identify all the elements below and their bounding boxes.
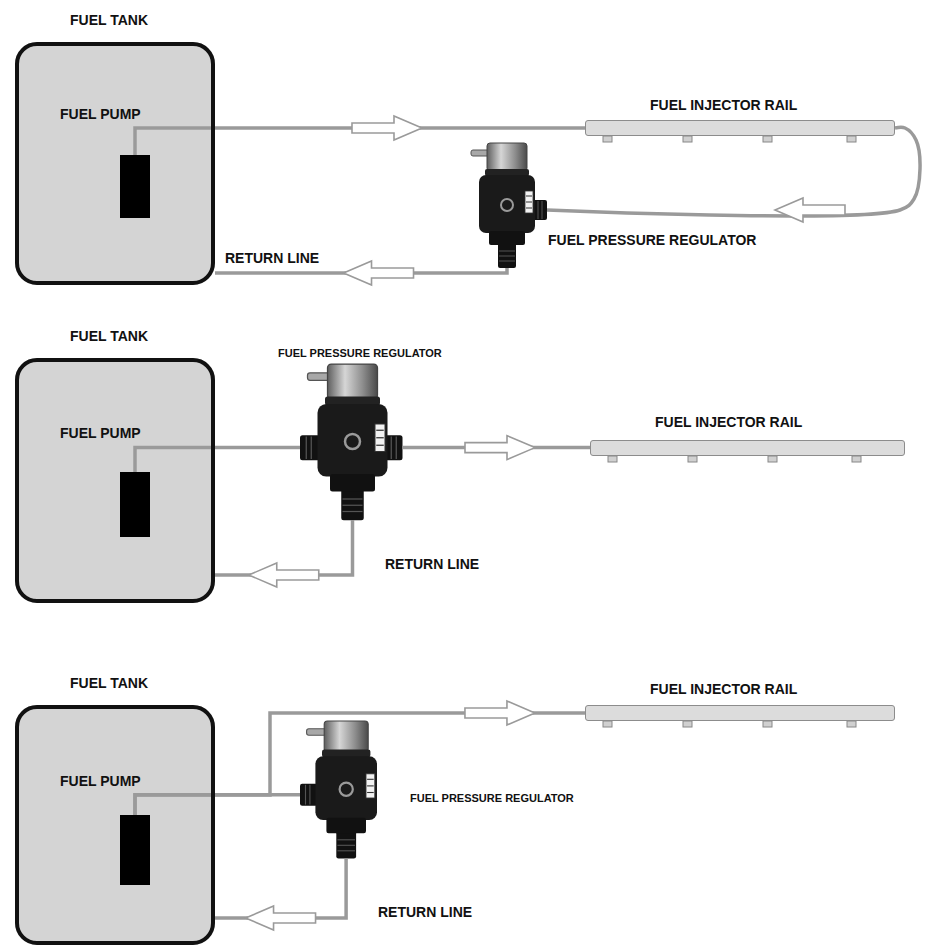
part-label: FUEL PRESSURE REGULATOR	[410, 790, 574, 806]
fuel-pump: FUEL PUMP	[120, 815, 150, 885]
part-label: FUEL PRESSURE REGULATOR	[278, 345, 442, 361]
flow-arrow	[352, 116, 422, 140]
part-label: FUEL PUMP	[60, 425, 141, 441]
part-label: FUEL PUMP	[60, 773, 141, 789]
fuel-line	[135, 713, 585, 815]
line-label: RETURN LINE	[385, 556, 479, 572]
line-label: RETURN LINE	[378, 904, 472, 920]
fuel-line	[135, 701, 585, 815]
fuel-line	[215, 520, 353, 587]
pressure-regulator: FUEL PRESSURE REGULATOR	[300, 721, 390, 859]
flow-arrow	[344, 261, 414, 285]
part-label: FUEL PUMP	[60, 106, 141, 122]
part-label: FUEL INJECTOR RAIL	[650, 681, 797, 697]
flow-arrow	[775, 198, 845, 222]
regulator-illustration	[471, 143, 547, 268]
part-label: FUEL INJECTOR RAIL	[650, 97, 797, 113]
fuel-pump: FUEL PUMP	[120, 155, 150, 218]
injector-pegs	[603, 136, 861, 727]
regulator-illustration	[300, 364, 403, 520]
fuel-line	[135, 795, 300, 815]
fuel-line	[547, 127, 920, 216]
pressure-regulator: FUEL PRESSURE REGULATOR	[465, 143, 547, 268]
part-label: FUEL PRESSURE REGULATOR	[548, 232, 756, 248]
fuel-line	[135, 448, 300, 472]
tank-fill	[15, 42, 215, 285]
flow-arrow	[249, 563, 319, 587]
injector-rail: FUEL INJECTOR RAIL	[585, 705, 895, 721]
fuel-line	[547, 127, 920, 222]
fuel-line	[215, 859, 346, 919]
line-label: RETURN LINE	[225, 250, 319, 266]
fuel-tank: FUEL PUMPFUEL TANK	[15, 42, 215, 285]
fuel-pump: FUEL PUMP	[120, 472, 150, 537]
fuel-line	[403, 436, 591, 460]
flow-arrow	[465, 436, 535, 460]
fuel-line	[135, 795, 300, 815]
part-label: FUEL TANK	[70, 328, 148, 344]
tank-fill	[15, 358, 215, 603]
part-label: FUEL TANK	[70, 675, 148, 691]
part-label: FUEL TANK	[70, 12, 148, 28]
tank-fill	[15, 705, 215, 945]
fuel-line	[135, 448, 300, 472]
fuel-line	[215, 859, 346, 931]
fuel-tank: FUEL PUMPFUEL TANK	[15, 705, 215, 945]
injector-rail: FUEL INJECTOR RAIL	[590, 440, 905, 456]
flow-arrow	[465, 701, 535, 725]
regulator-illustration	[300, 721, 377, 859]
fuel-line	[135, 116, 585, 155]
pressure-regulator: FUEL PRESSURE REGULATOR	[300, 364, 403, 520]
flow-arrow	[246, 906, 316, 930]
injector-rail: FUEL INJECTOR RAIL	[585, 120, 895, 136]
part-label: FUEL INJECTOR RAIL	[655, 414, 802, 430]
fuel-tank: FUEL PUMPFUEL TANK	[15, 358, 215, 603]
fuel-line	[215, 520, 353, 575]
